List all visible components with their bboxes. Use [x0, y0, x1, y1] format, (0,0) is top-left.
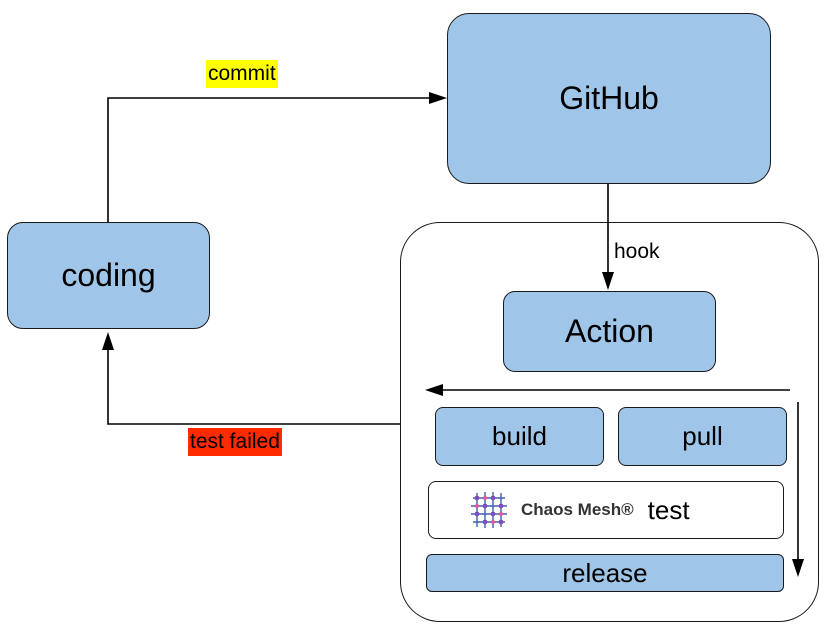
test-label: test [647, 494, 690, 525]
github-node: GitHub [447, 13, 771, 184]
test-failed-edge-label: test failed [188, 428, 282, 456]
test-failed-arrowhead [102, 332, 114, 350]
pull-node: pull [618, 407, 787, 466]
release-node: release [426, 554, 784, 592]
action-label: Action [565, 313, 654, 349]
commit-edge-label: commit [206, 60, 278, 88]
test-node: Chaos Mesh® test [428, 481, 784, 539]
chaos-mesh-logo-text: Chaos Mesh® [521, 500, 634, 519]
chaos-mesh-logo-icon [471, 492, 507, 528]
build-node: build [435, 407, 604, 466]
build-label: build [492, 421, 547, 451]
coding-node: coding [7, 222, 210, 329]
release-label: release [562, 557, 648, 588]
pull-label: pull [682, 421, 723, 451]
coding-label: coding [61, 257, 156, 293]
action-node: Action [503, 291, 716, 372]
github-label: GitHub [559, 80, 659, 116]
hook-edge-label: hook [614, 240, 660, 263]
commit-edge [107, 97, 430, 222]
test-failed-edge [107, 349, 400, 425]
commit-arrowhead [429, 92, 447, 104]
